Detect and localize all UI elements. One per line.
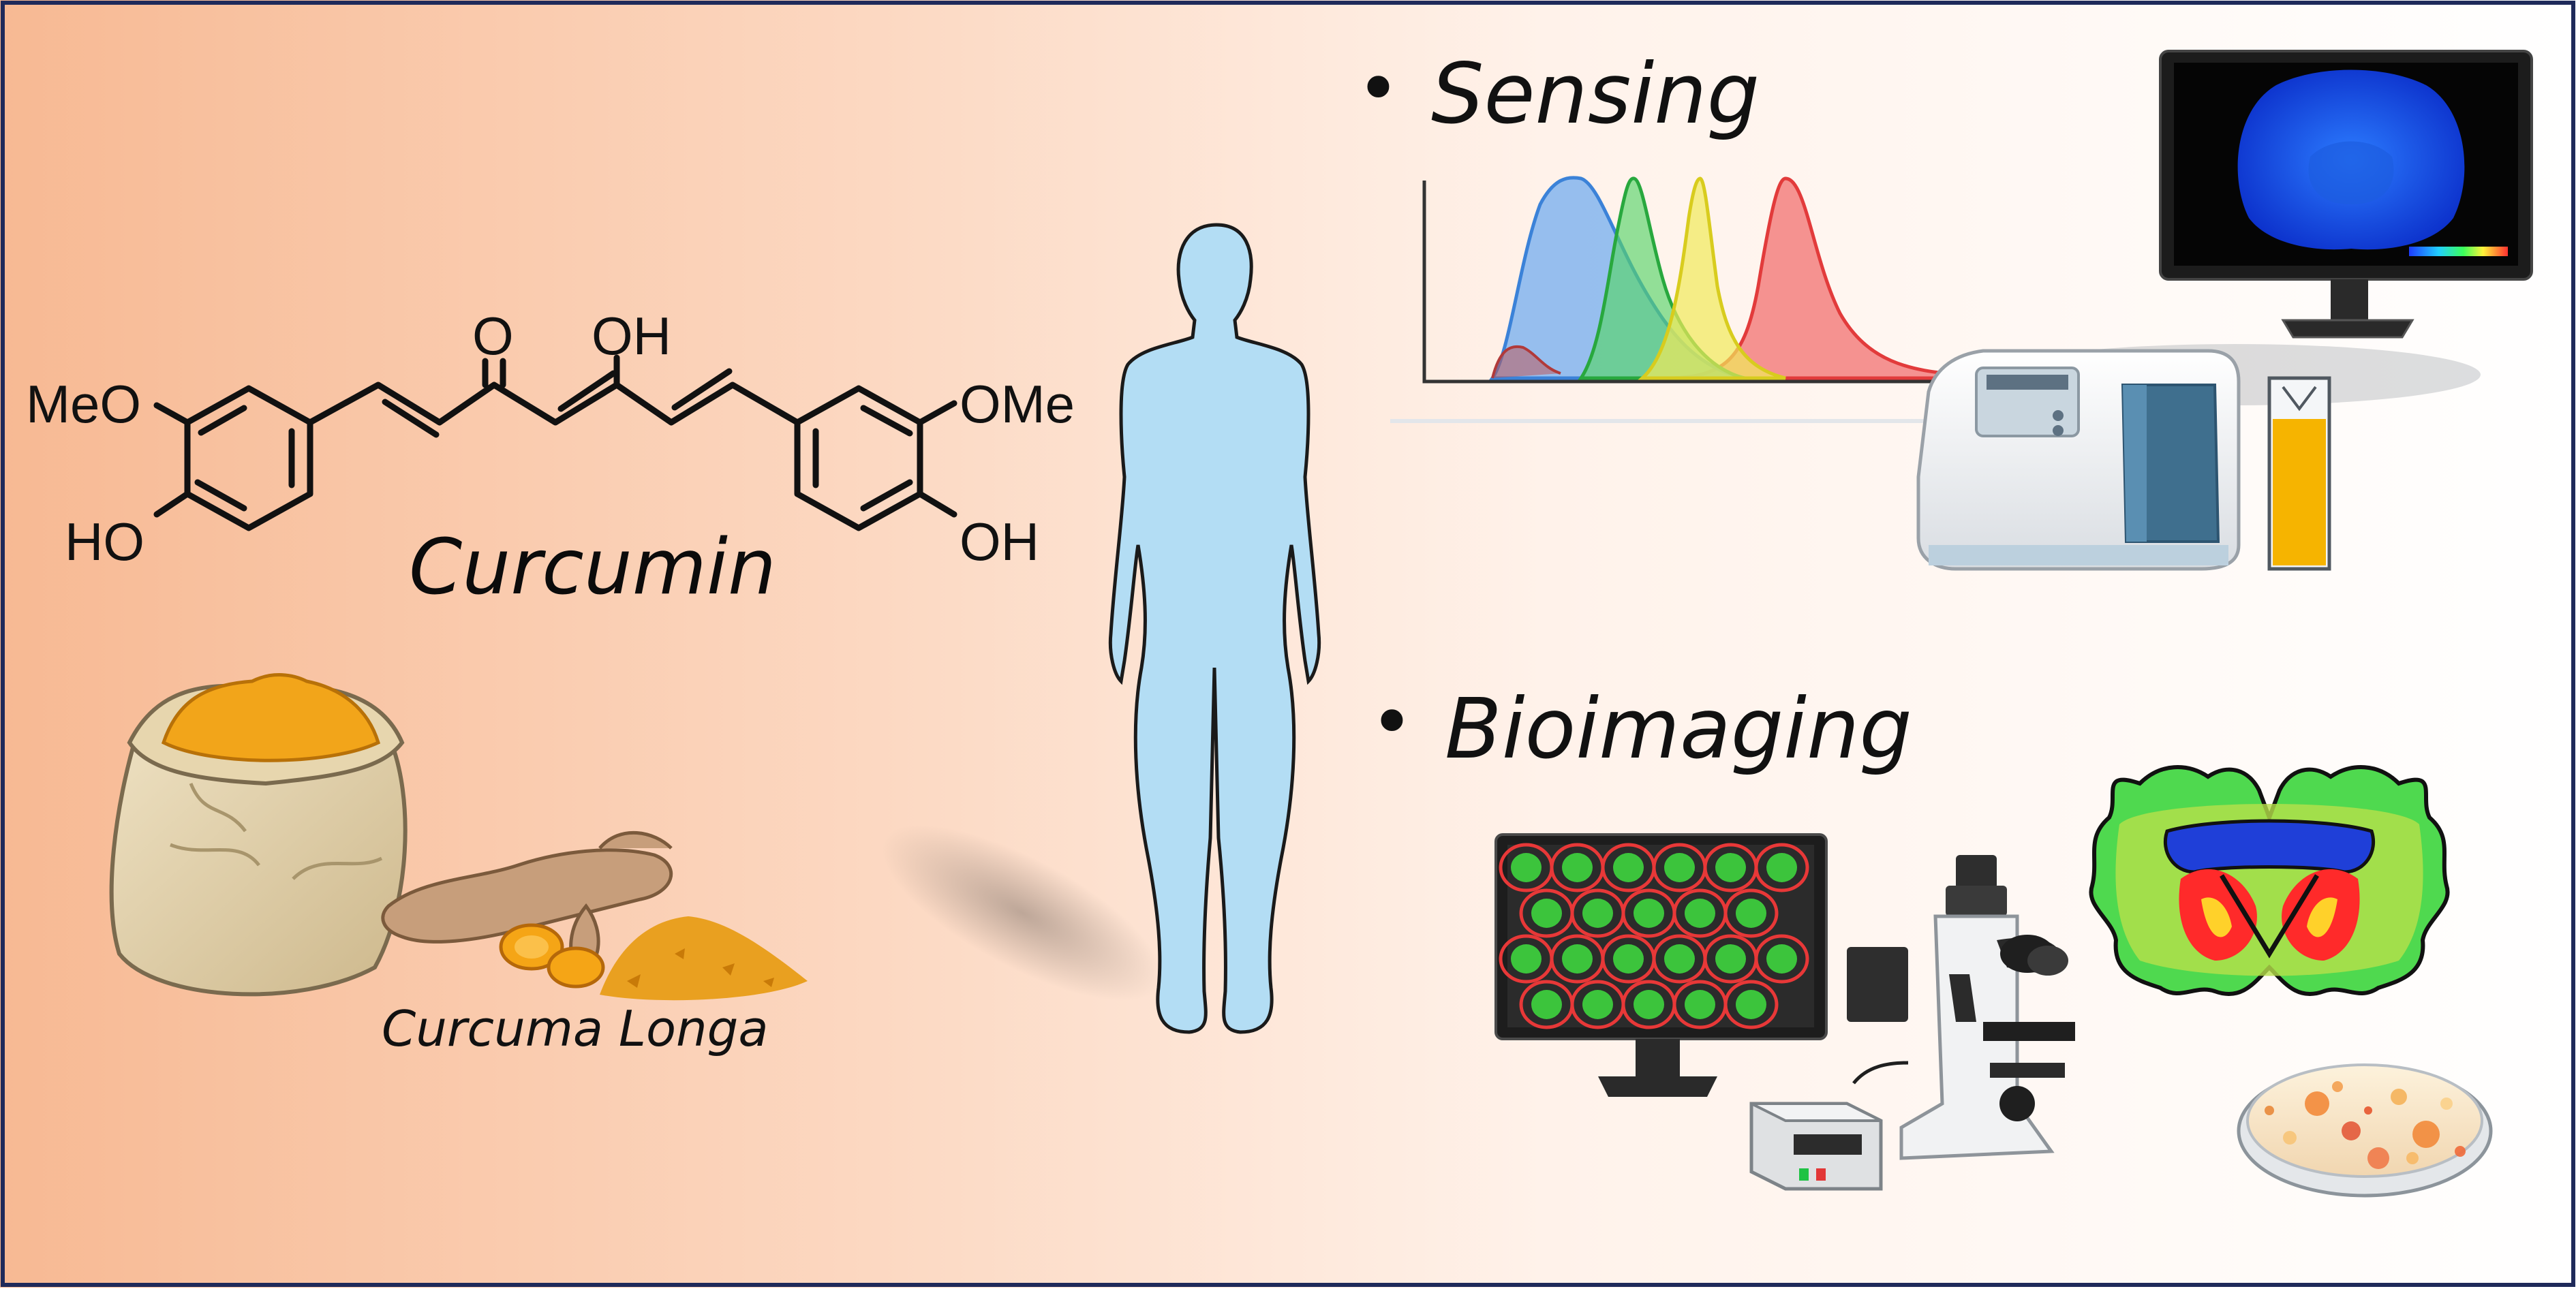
bacterial-colony [2283, 1131, 2297, 1145]
methoxy-left-label: MeO [26, 374, 141, 434]
cell-nucleus [1736, 899, 1766, 928]
bacterial-colony [2412, 1121, 2440, 1148]
cell-imaging-monitor [1494, 833, 1828, 1097]
bacterial-colony [2391, 1089, 2407, 1105]
bacterial-colony [2455, 1146, 2466, 1157]
bacterial-colony [2265, 1106, 2274, 1115]
bacterial-colony [2342, 1121, 2361, 1140]
cell-nucleus [1511, 853, 1542, 882]
cell-nucleus [1562, 944, 1593, 974]
spectrophotometer [1916, 344, 2481, 571]
turmeric-illustration [109, 673, 808, 1001]
cuvette [2267, 376, 2331, 571]
emission-spectra [1390, 176, 1976, 423]
turmeric-powder-pile [161, 673, 381, 762]
cell-nucleus [1664, 853, 1695, 882]
turmeric-powder-heap [600, 916, 808, 1001]
cell-nucleus [1531, 990, 1562, 1019]
spectrum-red [1662, 176, 1965, 380]
cell-membrane [1723, 888, 1779, 938]
brain-section [2089, 765, 2450, 997]
carbonyl-label: O [472, 306, 514, 366]
cell-nucleus [1613, 944, 1644, 974]
cell-nucleus [1736, 990, 1766, 1019]
bacterial-colony [2305, 1091, 2329, 1116]
bacterial-colonies [2265, 1081, 2466, 1169]
sensing-heading: Sensing [1431, 46, 1760, 142]
molecule-name: Curcumin [409, 523, 776, 612]
silhouette-shadow [881, 824, 1163, 1001]
cell-nucleus [1766, 944, 1797, 974]
fluorescent-cells [1499, 843, 1809, 1029]
cell-membrane [1754, 843, 1809, 892]
bacterial-colony [2367, 1147, 2389, 1169]
enol-label: OH [592, 306, 671, 366]
sensing-bullet: • [1356, 45, 1400, 132]
cell-nucleus [1685, 990, 1715, 1019]
cell-membrane [1723, 980, 1779, 1029]
turmeric-root [381, 848, 673, 944]
petri-dish [2237, 1063, 2493, 1198]
bacterial-colony [2332, 1081, 2343, 1092]
cell-nucleus [1531, 899, 1562, 928]
methoxy-right-label: OMe [960, 374, 1075, 434]
cell-nucleus [1715, 853, 1746, 882]
cell-nucleus [1664, 944, 1695, 974]
cell-nucleus [1634, 990, 1664, 1019]
bioimaging-heading: Bioimaging [1445, 681, 1912, 777]
cell-nucleus [1715, 944, 1746, 974]
spectrum-yellow [1638, 176, 1786, 380]
bacterial-colony [2364, 1106, 2372, 1115]
cell-membrane [1754, 934, 1809, 984]
human-silhouette [881, 223, 1321, 1034]
brain-scan-monitor [2159, 50, 2533, 339]
bioimaging-bullet: • [1370, 679, 1414, 766]
hydroxy-right-label: OH [960, 512, 1039, 572]
cell-nucleus [1562, 853, 1593, 882]
microscope [1847, 855, 2075, 1160]
power-supply [1749, 1102, 1883, 1191]
cell-nucleus [1582, 990, 1613, 1019]
cell-nucleus [1511, 944, 1542, 974]
cell-nucleus [1685, 899, 1715, 928]
cell-nucleus [1634, 899, 1664, 928]
bacterial-colony [2440, 1098, 2453, 1110]
curcumin-structure [153, 354, 957, 531]
cell-nucleus [1582, 899, 1613, 928]
curcuma-longa-label: Curcuma Longa [382, 1000, 769, 1057]
cell-nucleus [1613, 853, 1644, 882]
cell-nucleus [1766, 853, 1797, 882]
bacterial-colony [2406, 1152, 2419, 1164]
hydroxy-left-label: HO [65, 512, 144, 572]
